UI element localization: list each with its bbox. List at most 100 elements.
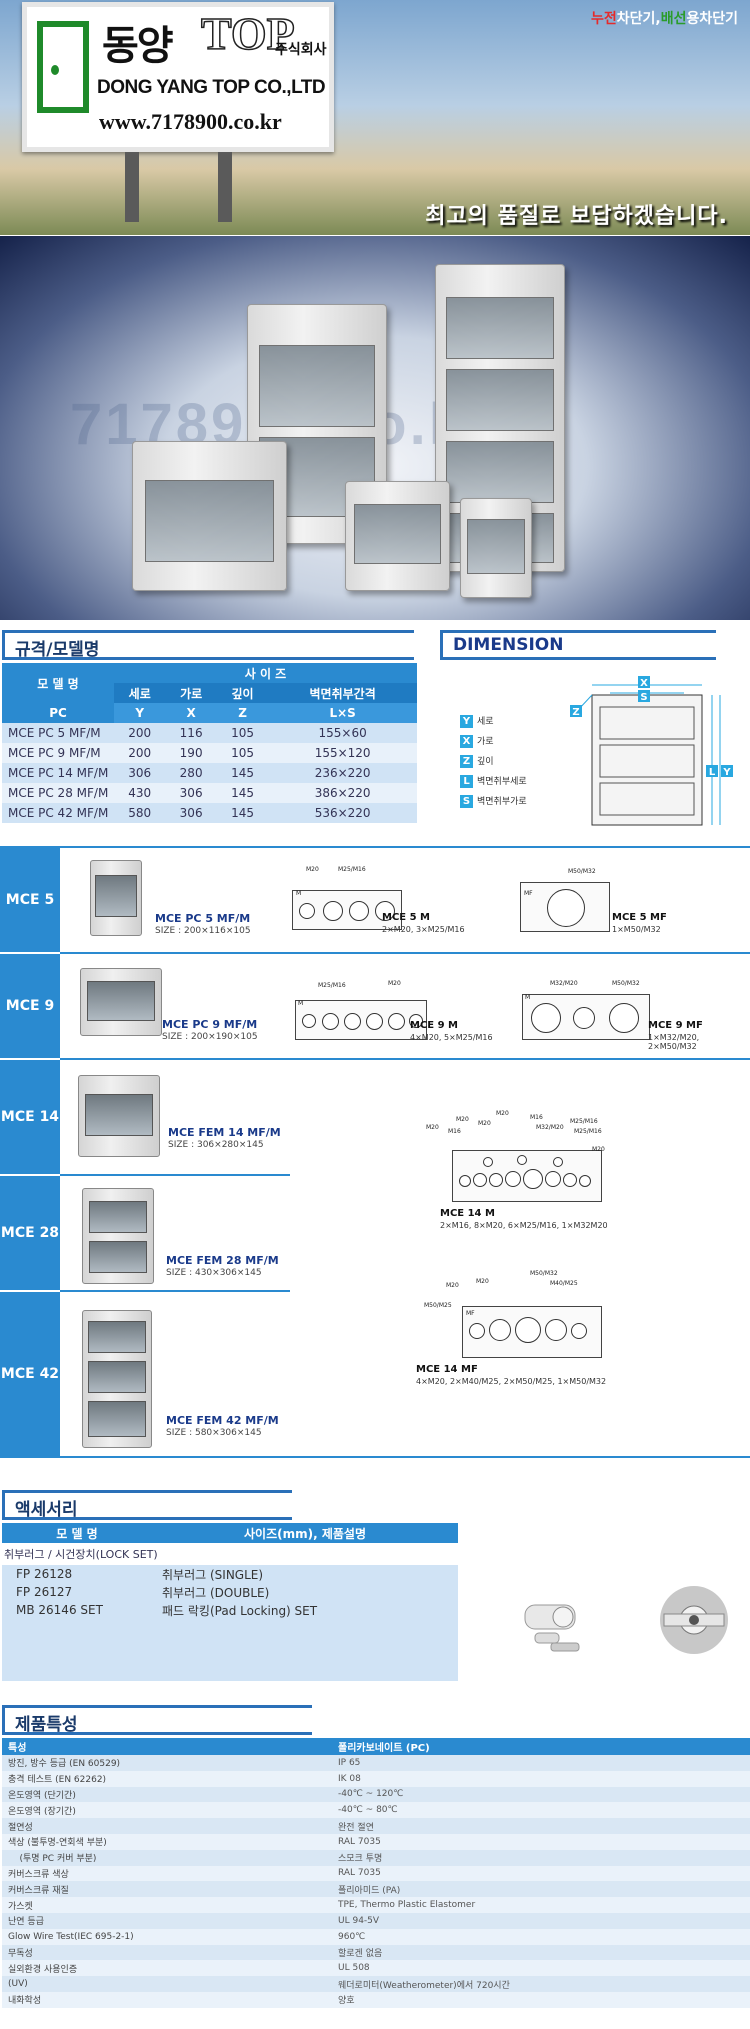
spec-h-axis: X xyxy=(165,703,217,723)
spec-h-col: 세로 xyxy=(114,683,166,703)
mce5-enclosure-image[interactable] xyxy=(90,860,142,936)
table-row: 온도영역 (단기간)-40℃ ~ 120℃ xyxy=(2,1786,750,1803)
gland-tag: M16 xyxy=(448,1128,461,1135)
feat-h-feature: 특성 xyxy=(2,1738,332,1755)
mounting-lug-image xyxy=(524,1604,580,1652)
mce28-enclosure-image[interactable] xyxy=(82,1188,154,1284)
gland-tag: M50/M32 xyxy=(568,868,596,875)
mce-label: MCE 14 xyxy=(0,1060,60,1174)
cat-wiring-white: 용차단기 xyxy=(686,11,738,27)
acc-h-desc: 사이즈(mm), 제품설명 xyxy=(152,1523,458,1543)
mce14-mf-title: MCE 14 MF xyxy=(416,1364,478,1375)
pad-locking-image xyxy=(660,1586,728,1654)
mce-label: MCE 28 xyxy=(0,1176,60,1290)
gland-tag: M25/M16 xyxy=(338,866,366,873)
mce9-enclosure-image[interactable] xyxy=(80,968,162,1036)
mce-label: MCE 5 xyxy=(0,848,60,952)
table-row: 온도영역 (장기간)-40℃ ~ 80℃ xyxy=(2,1802,750,1819)
legend-key: X xyxy=(460,735,473,748)
mce5-size: SIZE : 200×116×105 xyxy=(155,926,251,936)
mce5-mf-title: MCE 5 MF xyxy=(612,912,667,923)
gland-tag: M20 xyxy=(478,1120,491,1127)
mce42-enclosure-image[interactable] xyxy=(82,1310,152,1448)
mce28-name: MCE FEM 28 MF/M xyxy=(166,1254,279,1267)
mce9-name: MCE PC 9 MF/M xyxy=(162,1018,258,1031)
gland-tag: M xyxy=(296,890,302,897)
accessory-section-header: 액세서리 xyxy=(2,1490,292,1520)
mce14-m-gland xyxy=(452,1150,602,1202)
mce5-mf-gland xyxy=(520,882,610,932)
mce5-m-gland xyxy=(292,890,402,930)
table-row: (투명 PC 커버 부분)스모크 투명 xyxy=(2,1849,750,1866)
logo-url: www.7178900.co.kr xyxy=(99,109,282,134)
gland-tag: M50/M32 xyxy=(612,980,640,987)
enclosure-9-photo xyxy=(345,481,450,591)
gland-tag: M20 xyxy=(388,980,401,987)
mce14-m-title: MCE 14 M xyxy=(440,1208,495,1219)
gland-tag: M40/M25 xyxy=(550,1280,578,1287)
dim-mark-l: L xyxy=(709,767,716,778)
spec-h-axis: Z xyxy=(216,703,269,723)
gland-tag: M20 xyxy=(446,1282,459,1289)
cat-wiring-green: 배선 xyxy=(660,11,687,27)
spec-h-axis: L×S xyxy=(268,703,417,723)
mce14-name: MCE FEM 14 MF/M xyxy=(168,1126,281,1139)
spec-section-title: 규격/모델명 xyxy=(15,640,100,660)
gland-tag: M20 xyxy=(456,1116,469,1123)
mce9-m-desc: 4×M20, 5×M25/M16 xyxy=(410,1033,493,1042)
logo-billboard[interactable]: 동양 TOP 주식회사 DONG YANG TOP CO.,LTD www.71… xyxy=(22,2,334,152)
mce5-m-title: MCE 5 M xyxy=(382,912,430,923)
logo-top: TOP xyxy=(200,7,295,60)
cat-leakage-white: 차단기, xyxy=(616,11,661,27)
table-row: 충격 테스트 (EN 62262)IK 08 xyxy=(2,1770,750,1787)
spec-h-pc: PC xyxy=(2,703,114,723)
dimension-drawing: X S Z L Y xyxy=(570,676,733,826)
gland-tag: M20 xyxy=(592,1146,605,1153)
gland-tag: MF xyxy=(524,890,533,897)
table-row: (UV)웨더로미터(Weatherometer)에서 720시간 xyxy=(2,1976,750,1992)
gland-tag: M20 xyxy=(496,1110,509,1117)
billboard-post xyxy=(125,152,139,222)
header-categories: 누전차단기,배선용차단기 xyxy=(591,8,738,28)
features-section-title: 제품특성 xyxy=(15,1715,78,1735)
gland-tag: M20 xyxy=(306,866,319,873)
dim-mark-z: Z xyxy=(572,707,579,718)
legend-label: 가로 xyxy=(477,737,494,747)
dim-mark-y: Y xyxy=(722,767,731,778)
spec-table: 모 델 명 사 이 즈 세로 가로 깊이 벽면취부간격 PC Y X Z L×S… xyxy=(2,663,417,823)
mce14-enclosure-image[interactable] xyxy=(78,1075,160,1157)
logo-english: DONG YANG TOP CO.,LTD xyxy=(97,77,326,98)
mce42-size: SIZE : 580×306×145 xyxy=(166,1428,262,1438)
acc-group: 취부러그 / 시건장치(LOCK SET) xyxy=(2,1543,458,1565)
spec-section-header: 규격/모델명 xyxy=(2,630,414,660)
spec-h-axis: Y xyxy=(114,703,166,723)
slogan: 최고의 품질로 보답하겠습니다. xyxy=(425,204,728,229)
dim-mark-s: S xyxy=(640,692,647,703)
mce5-mf-desc: 1×M50/M32 xyxy=(612,925,661,934)
spec-h-col: 벽면취부간격 xyxy=(268,683,417,703)
mce5-m-desc: 2×M20, 3×M25/M16 xyxy=(382,925,465,934)
enclosure-5-photo xyxy=(460,498,532,598)
mce28-size: SIZE : 430×306×145 xyxy=(166,1268,262,1278)
gland-tag: MF xyxy=(466,1310,475,1317)
features-section-header: 제품특성 xyxy=(2,1705,312,1735)
cat-leakage-red: 누전 xyxy=(590,11,617,27)
mce14-mf-gland xyxy=(462,1306,602,1358)
legend-label: 벽면취부세로 xyxy=(477,777,527,787)
billboard-post xyxy=(218,152,232,222)
